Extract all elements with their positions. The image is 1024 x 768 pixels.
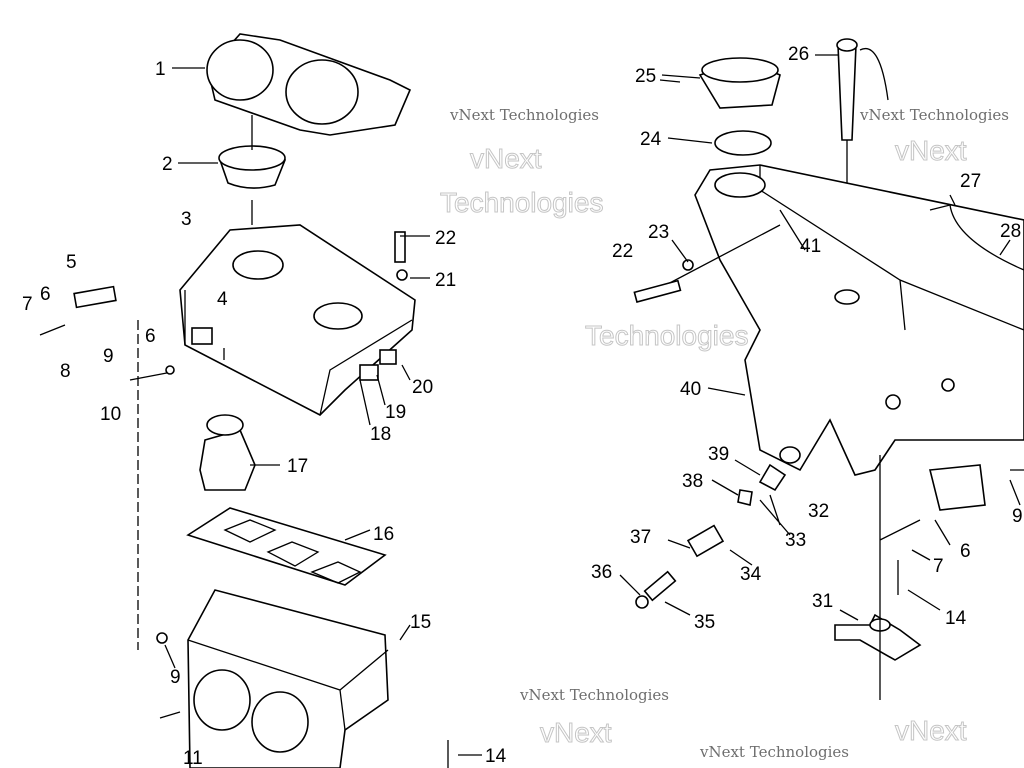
part-label: 37 [630,527,651,548]
watermark-text: vNext Technologies [519,686,669,704]
watermark-text: vNext Technologies [699,743,849,761]
part-label: 11 [183,748,203,768]
watermark-text: Technologies [585,320,748,351]
part-label: 21 [435,270,456,291]
part-label: 16 [373,524,394,545]
watermark-text: vNext [540,717,612,748]
fuel-tank [694,164,1024,476]
part-label: 26 [788,44,809,65]
part-label: 20 [412,377,433,398]
part-label: 9 [1012,506,1023,527]
watermark-text: vNext Technologies [449,106,599,124]
part-label: 8 [60,361,71,382]
part-label: 18 [370,424,391,445]
watermark-text: vNext [895,715,967,746]
part-label: 25 [635,66,656,87]
watermark-text: Technologies [440,187,603,218]
part-label: 6 [960,541,971,562]
air-box [179,224,416,416]
part-label: 27 [960,171,981,192]
part-label: 22 [435,228,456,249]
part-label: 14 [945,608,967,629]
part-label: 32 [808,501,829,522]
part-label: 24 [640,129,662,150]
part-labels-right: 26 25 24 27 28 23 22 41 40 39 38 37 36 3… [591,44,1023,633]
air-box-cover [206,33,412,136]
part-label: 7 [22,294,33,315]
fuel-cap [698,57,781,156]
part-label: 6 [40,284,51,305]
part-label: 4 [217,289,228,310]
part-label: 3 [181,209,192,230]
part-label: 31 [812,591,833,612]
air-box-base [187,589,389,768]
part-label: 41 [800,236,821,257]
part-label: 19 [385,402,406,423]
air-box-boot [218,145,287,189]
watermark-text: vNext [470,143,542,174]
fuel-line-parts [633,204,1024,700]
fasteners-left [39,231,449,768]
part-label: 7 [933,556,944,577]
part-label: 40 [680,379,701,400]
part-label: 9 [103,346,114,367]
part-label: 28 [1000,221,1021,242]
leader-lines-left [164,67,482,756]
part-label: 35 [694,612,715,633]
watermark-text: vNext Technologies [859,106,1009,124]
part-label: 17 [287,456,308,477]
part-label: 9 [170,667,181,688]
fuel-gauge-sender [836,38,889,290]
part-label: 38 [682,471,703,492]
part-label: 36 [591,562,612,583]
part-label: 34 [740,564,762,585]
part-label: 14 [485,746,507,767]
watermark: vNext Technologies vNext Technologies vN… [440,106,1010,761]
air-box-gasket [186,507,387,586]
part-labels-left: 1 2 3 4 5 6 7 6 8 9 10 22 21 20 19 18 17… [22,59,507,768]
part-label: 33 [785,530,806,551]
watermark-text: vNext [895,135,967,166]
part-label: 5 [66,252,77,273]
part-label: 2 [162,154,173,175]
intake-boot [199,414,256,491]
part-label: 22 [612,241,633,262]
part-label: 6 [145,326,156,347]
part-label: 10 [100,404,121,425]
part-label: 39 [708,444,729,465]
leader-lines-right [619,54,1021,621]
part-label: 23 [648,222,669,243]
part-label: 15 [410,612,431,633]
part-label: 1 [155,59,166,80]
